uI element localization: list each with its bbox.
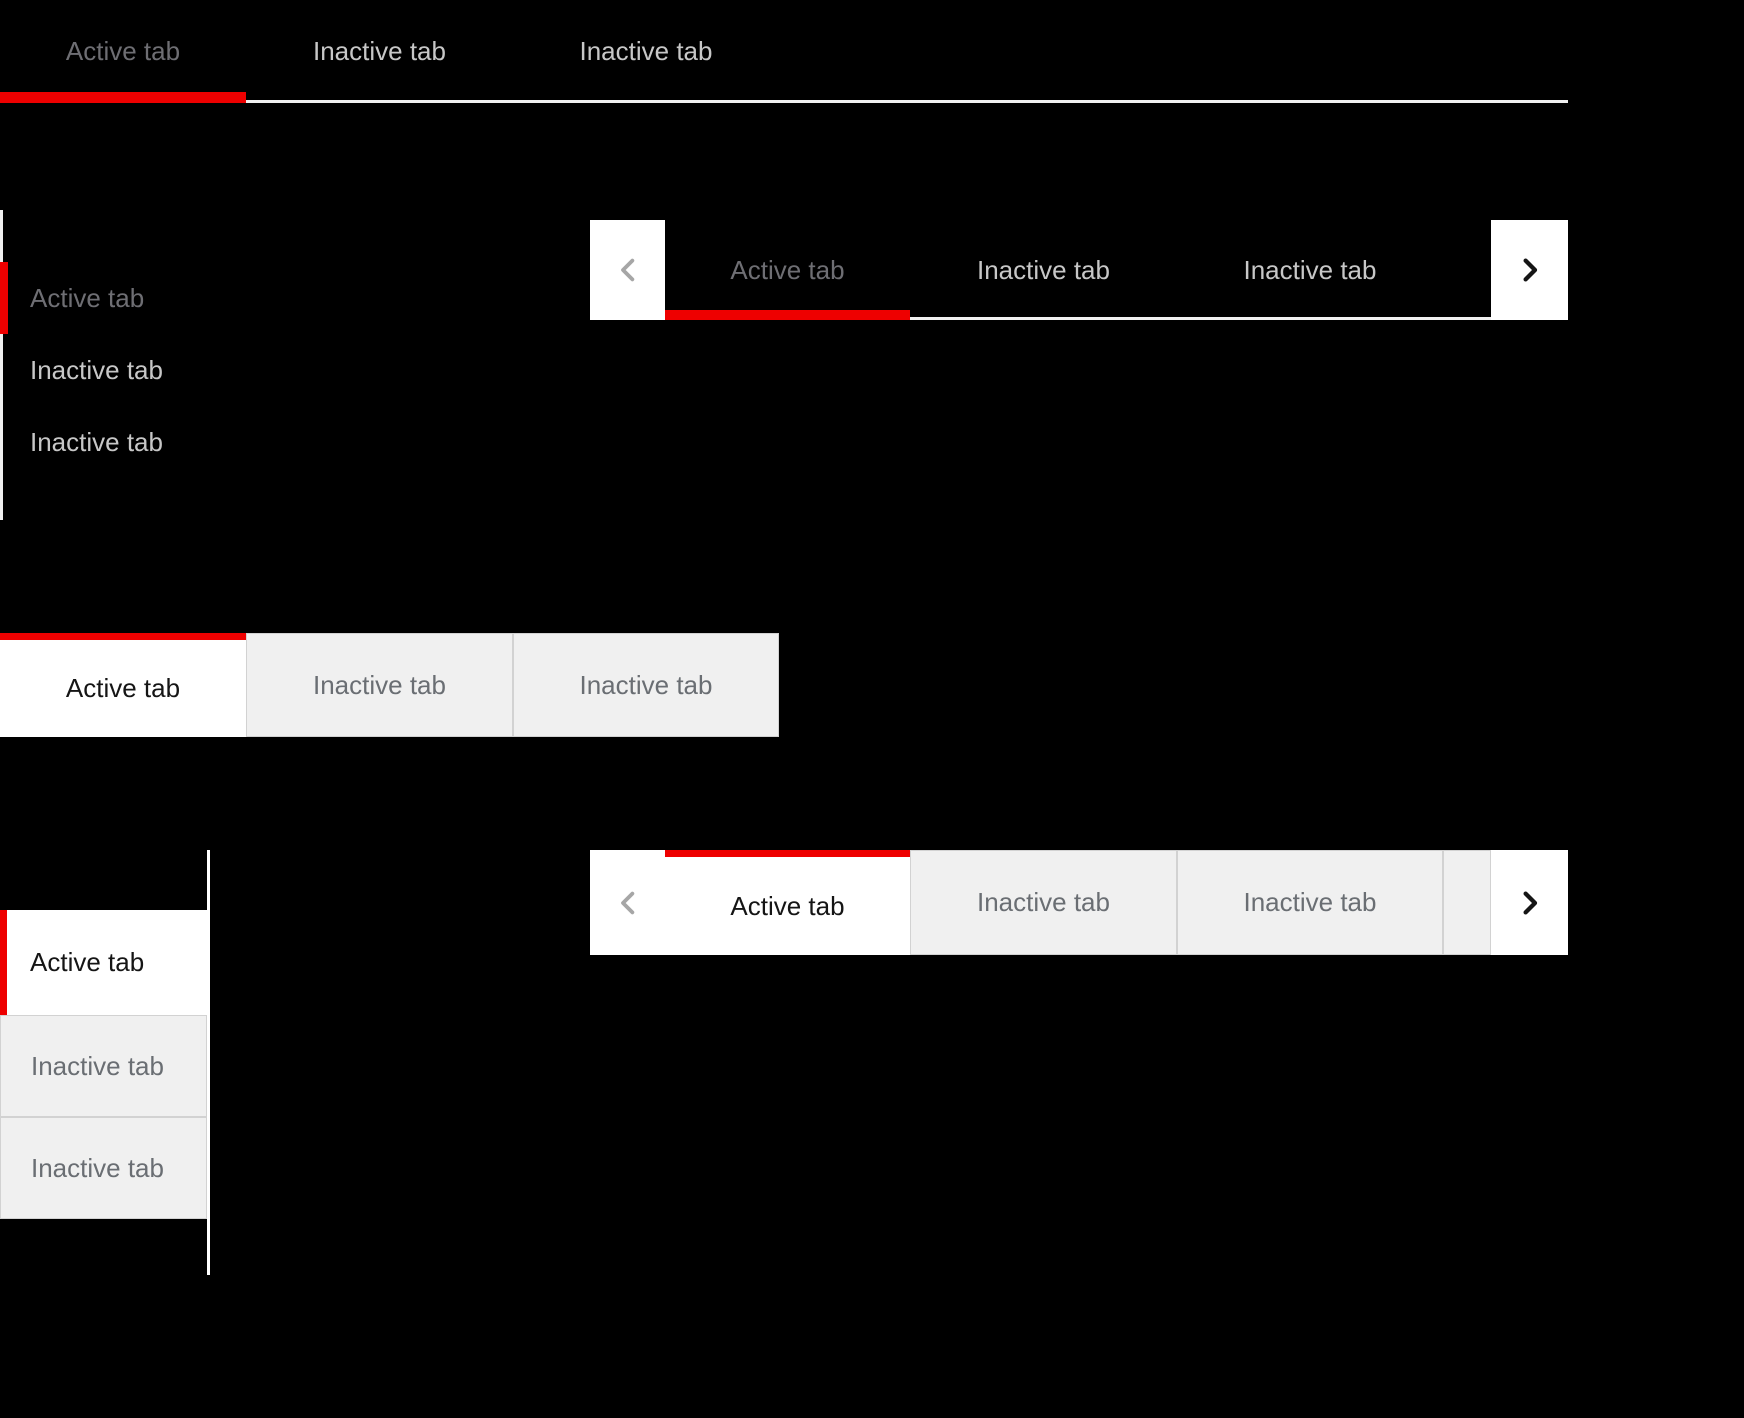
- chevron-left-icon: [620, 258, 634, 282]
- tab-active[interactable]: Active tab: [0, 262, 403, 334]
- tab-inactive[interactable]: Inactive tab: [0, 1015, 207, 1117]
- overflow-partial-tab[interactable]: [1443, 850, 1491, 955]
- tab-inactive[interactable]: Inactive tab: [246, 0, 513, 103]
- tab-label: Inactive tab: [313, 36, 446, 66]
- tabs-light-box: Active tab Inactive tab Inactive tab: [0, 633, 779, 737]
- tab-active[interactable]: Active tab: [0, 633, 246, 737]
- tab-inactive[interactable]: Inactive tab: [3, 406, 403, 478]
- scroll-forward-button[interactable]: [1491, 220, 1568, 320]
- tab-inactive[interactable]: Inactive tab: [246, 633, 513, 737]
- tab-inactive[interactable]: Inactive tab: [910, 850, 1177, 955]
- tab-label: Inactive tab: [31, 1050, 164, 1081]
- active-tab-indicator: [665, 310, 910, 320]
- active-tab-indicator: [0, 262, 8, 334]
- active-tab-indicator: [0, 910, 7, 1015]
- tab-inactive[interactable]: Inactive tab: [0, 1117, 207, 1219]
- tab-list: Active tab Inactive tab Inactive tab: [0, 0, 1568, 103]
- tab-label: Inactive tab: [1243, 254, 1377, 285]
- tabs-overflow-gap: [1443, 220, 1491, 320]
- tabs-bottom-border: [910, 317, 1491, 320]
- tab-label: Inactive tab: [30, 426, 163, 457]
- tab-inactive[interactable]: Inactive tab: [3, 334, 403, 406]
- tab-active[interactable]: Active tab: [0, 0, 246, 103]
- tab-inactive[interactable]: Inactive tab: [1177, 220, 1443, 320]
- chevron-right-icon: [1523, 258, 1537, 282]
- tab-active[interactable]: Active tab: [665, 220, 910, 320]
- tab-label: Inactive tab: [313, 669, 446, 700]
- tab-inactive[interactable]: Inactive tab: [910, 220, 1177, 320]
- tab-list: Active tab Inactive tab Inactive tab: [0, 262, 520, 478]
- active-tab-indicator: [0, 92, 246, 103]
- tab-list: Active tab Inactive tab Inactive tab: [0, 910, 207, 1219]
- tab-label: Active tab: [30, 947, 145, 977]
- tabs-light-scrollable-box: Active tab Inactive tab Inactive tab: [590, 850, 1568, 955]
- tabs-light-vertical-box: Active tab Inactive tab Inactive tab: [0, 850, 210, 1275]
- tabs-dark-horizontal: Active tab Inactive tab Inactive tab: [0, 0, 1568, 103]
- tabs-bottom-border: [246, 100, 1568, 103]
- tab-inactive[interactable]: Inactive tab: [513, 633, 779, 737]
- tab-label: Inactive tab: [977, 887, 1110, 917]
- tab-label: Active tab: [730, 254, 845, 285]
- tab-label: Inactive tab: [977, 254, 1110, 285]
- tab-inactive[interactable]: Inactive tab: [1177, 850, 1443, 955]
- tabs-side-border: [207, 850, 210, 1275]
- tab-label: Active tab: [730, 890, 845, 921]
- tab-label: Inactive tab: [31, 1152, 164, 1183]
- tab-label: Active tab: [65, 36, 181, 66]
- tab-label: Inactive tab: [1243, 887, 1377, 917]
- tab-label: Active tab: [30, 282, 145, 313]
- scroll-forward-button[interactable]: [1491, 850, 1568, 955]
- scroll-back-button[interactable]: [590, 220, 665, 320]
- chevron-right-icon: [1523, 891, 1537, 914]
- tab-label: Inactive tab: [30, 354, 163, 385]
- tab-label: Inactive tab: [579, 669, 713, 700]
- chevron-left-icon: [620, 891, 634, 914]
- tabs-dark-scrollable: Active tab Inactive tab Inactive tab: [590, 220, 1568, 320]
- tab-inactive[interactable]: Inactive tab: [513, 0, 779, 103]
- tab-label: Inactive tab: [579, 36, 713, 66]
- tab-label: Active tab: [65, 673, 181, 703]
- scroll-back-button[interactable]: [590, 850, 665, 955]
- tab-active[interactable]: Active tab: [0, 910, 207, 1015]
- tab-active[interactable]: Active tab: [665, 850, 910, 955]
- tabs-dark-vertical: Active tab Inactive tab Inactive tab: [0, 210, 520, 520]
